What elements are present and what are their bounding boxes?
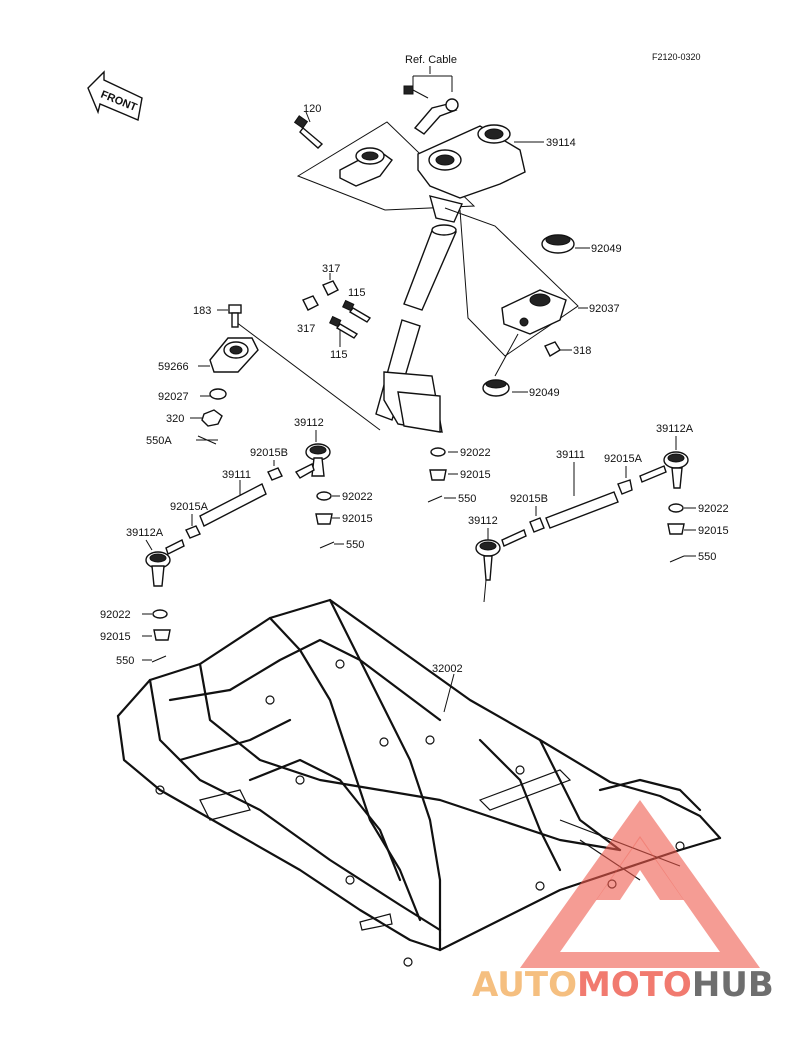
label-39111-left: 39111 (222, 469, 251, 481)
nut-92015-a (429, 469, 447, 481)
label-92015B-right: 92015B (510, 493, 548, 505)
label-92022-d: 92022 (100, 609, 131, 621)
nut-92015A-right (617, 479, 633, 495)
label-550-c: 550 (698, 551, 716, 563)
label-550-a: 550 (458, 493, 476, 505)
label-39112-left: 39112 (294, 417, 324, 429)
watermark-logo: AUTOMOTOHUB (472, 800, 774, 1005)
steering-clamp-outline (296, 121, 476, 211)
handlebar-holder (403, 85, 526, 199)
bushing-92049-bottom (482, 379, 510, 397)
bolt-115-top (342, 299, 372, 323)
label-320: 320 (166, 413, 184, 425)
label-550-d: 550 (116, 655, 134, 667)
cotter-550-a (427, 495, 443, 503)
diagram-code: F2120-0320 (652, 52, 701, 62)
label-550-b: 550 (346, 539, 364, 551)
steering-clamp (339, 147, 393, 187)
label-39112-right: 39112 (468, 515, 498, 527)
washer-92027 (209, 388, 227, 400)
tie-rod-end-39112-left (294, 443, 331, 479)
nut-92015B-left (267, 467, 283, 481)
watermark-auto: AUTO (472, 965, 577, 1005)
tie-rod-end-39112-right (475, 529, 527, 581)
cotter-550-b (319, 541, 335, 549)
label-120: 120 (303, 103, 321, 115)
label-183: 183 (193, 305, 211, 317)
label-92022-a: 92022 (460, 447, 491, 459)
label-92022-b: 92022 (342, 491, 373, 503)
label-317-top: 317 (322, 263, 340, 275)
cotter-550-c (669, 555, 685, 563)
label-39112A-left: 39112A (126, 527, 164, 539)
watermark-moto: MOTO (577, 965, 692, 1005)
nut-317-bottom (302, 295, 319, 311)
label-92049-bottom: 92049 (529, 387, 560, 399)
tie-rod-end-39112A-left (145, 539, 185, 587)
label-92022-c: 92022 (698, 503, 729, 515)
nut-317-top (322, 280, 339, 296)
nut-320 (201, 409, 223, 427)
label-115-bottom: 115 (330, 349, 348, 361)
bearing-59266 (209, 337, 259, 373)
label-32002: 32002 (432, 663, 463, 675)
label-39112A-right: 39112A (656, 423, 694, 435)
bolt-115-bottom (329, 315, 359, 339)
label-92015-a: 92015 (460, 469, 491, 481)
shaft-holder-92037 (501, 289, 567, 335)
tie-rod-end-39112A-right (639, 451, 689, 489)
label-39111-right: 39111 (556, 449, 585, 461)
washer-92022-a (430, 447, 446, 457)
front-arrow-icon: FRONT (87, 70, 143, 121)
washer-92022-c (668, 503, 684, 513)
label-92015-b: 92015 (342, 513, 373, 525)
nut-92015-b (315, 513, 333, 525)
tie-rod-39111-left (199, 483, 267, 527)
steering-shaft (375, 195, 463, 433)
label-59266: 59266 (158, 361, 189, 373)
label-92015A-left: 92015A (170, 501, 209, 513)
label-92037: 92037 (589, 303, 620, 315)
ref-cable-label: Ref. Cable (405, 54, 457, 66)
washer-92022-d (152, 609, 168, 619)
nut-92015-c (667, 523, 685, 535)
bolt-183 (228, 304, 242, 328)
watermark-hub: HUB (692, 965, 774, 1005)
cotter-550-d (151, 655, 167, 663)
bushing-92049-top (541, 234, 575, 254)
nut-92015B-right (529, 517, 545, 533)
tie-rod-39111-right (545, 491, 619, 529)
frame-32002 (116, 598, 722, 967)
bolt-120 (293, 115, 324, 149)
washer-92022-b (316, 491, 332, 501)
label-115-top: 115 (348, 287, 366, 299)
nut-92015A-left (185, 525, 201, 539)
svg-text:AUTOMOTOHUB: AUTOMOTOHUB (472, 965, 774, 1005)
label-550A: 550A (146, 435, 172, 447)
label-317-bottom: 317 (297, 323, 315, 335)
label-92049-top: 92049 (591, 243, 622, 255)
label-92015A-right: 92015A (604, 453, 643, 465)
label-92027: 92027 (158, 391, 189, 403)
label-318: 318 (573, 345, 591, 357)
label-92015-c: 92015 (698, 525, 729, 537)
label-39114: 39114 (546, 137, 576, 149)
nut-92015-d (153, 629, 171, 641)
label-92015-d: 92015 (100, 631, 131, 643)
nut-318 (544, 341, 561, 357)
label-92015B-left: 92015B (250, 447, 288, 459)
cotter-pin-550A (196, 435, 218, 445)
